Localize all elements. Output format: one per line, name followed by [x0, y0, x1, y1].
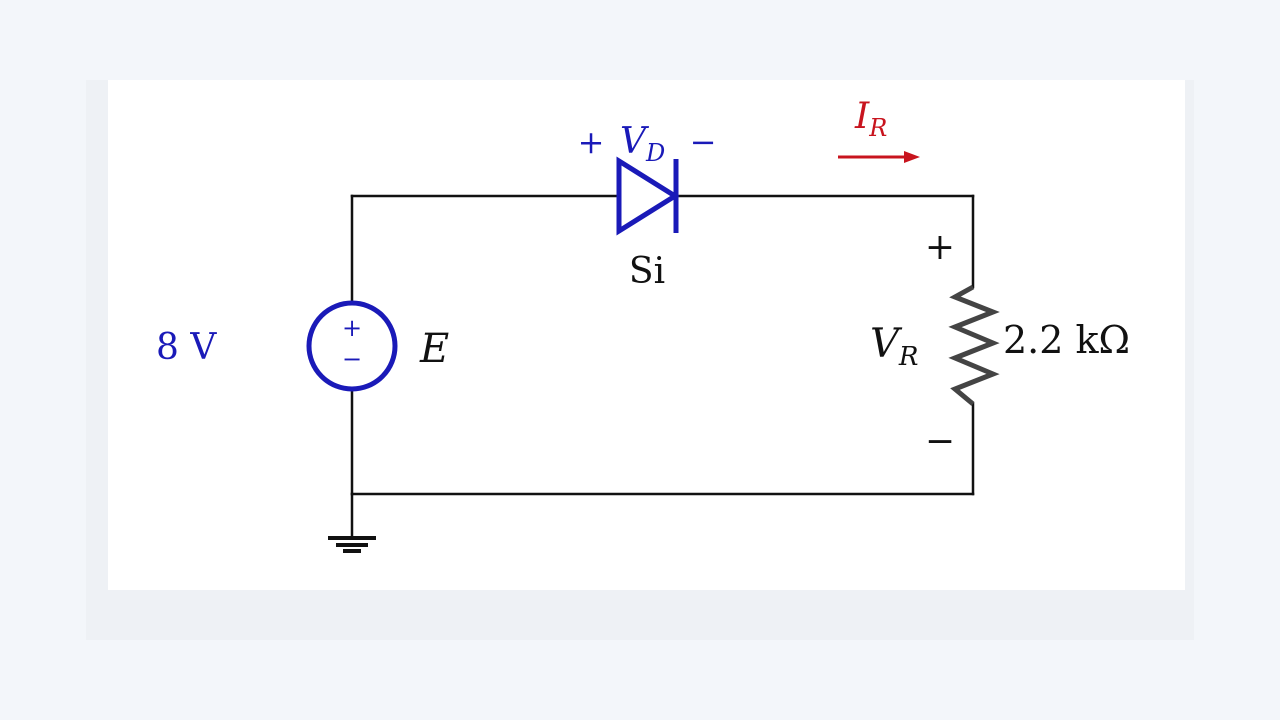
- diode-material-label: Si: [629, 251, 665, 292]
- source-name-label: E: [419, 326, 449, 372]
- resistor-zigzag: [948, 284, 1000, 406]
- current-arrow-icon: [838, 151, 920, 163]
- resistor-voltage-subscript: R: [898, 342, 919, 372]
- resistor-plus-label: +: [925, 227, 955, 268]
- diode-minus-label: −: [690, 123, 717, 161]
- diode-triangle: [616, 156, 680, 236]
- diode-voltage-subscript: D: [645, 139, 665, 167]
- resistor-minus-label: −: [925, 421, 955, 462]
- voltage-source: + −: [306, 300, 398, 392]
- source-value-label: 8 V: [156, 327, 217, 368]
- current-subscript: R: [868, 114, 887, 142]
- source-minus-sign: −: [342, 345, 362, 373]
- diode: [616, 156, 680, 236]
- diode-voltage-symbol: V: [620, 121, 650, 162]
- resistor-voltage-label: VR: [870, 321, 918, 372]
- current-label: IR: [854, 96, 887, 142]
- diagram-card: [108, 80, 1185, 590]
- source-plus-sign: +: [342, 314, 362, 342]
- wires: [350, 194, 975, 539]
- diode-plus-label: +: [578, 123, 605, 161]
- voltage-source-circle: [306, 300, 398, 392]
- resistor-voltage-symbol: V: [870, 321, 903, 367]
- current-symbol: I: [854, 96, 870, 137]
- resistor-value-label: 2.2 kΩ: [1003, 318, 1130, 362]
- ground-icon: [328, 536, 376, 553]
- diode-voltage-label: VD: [620, 121, 665, 167]
